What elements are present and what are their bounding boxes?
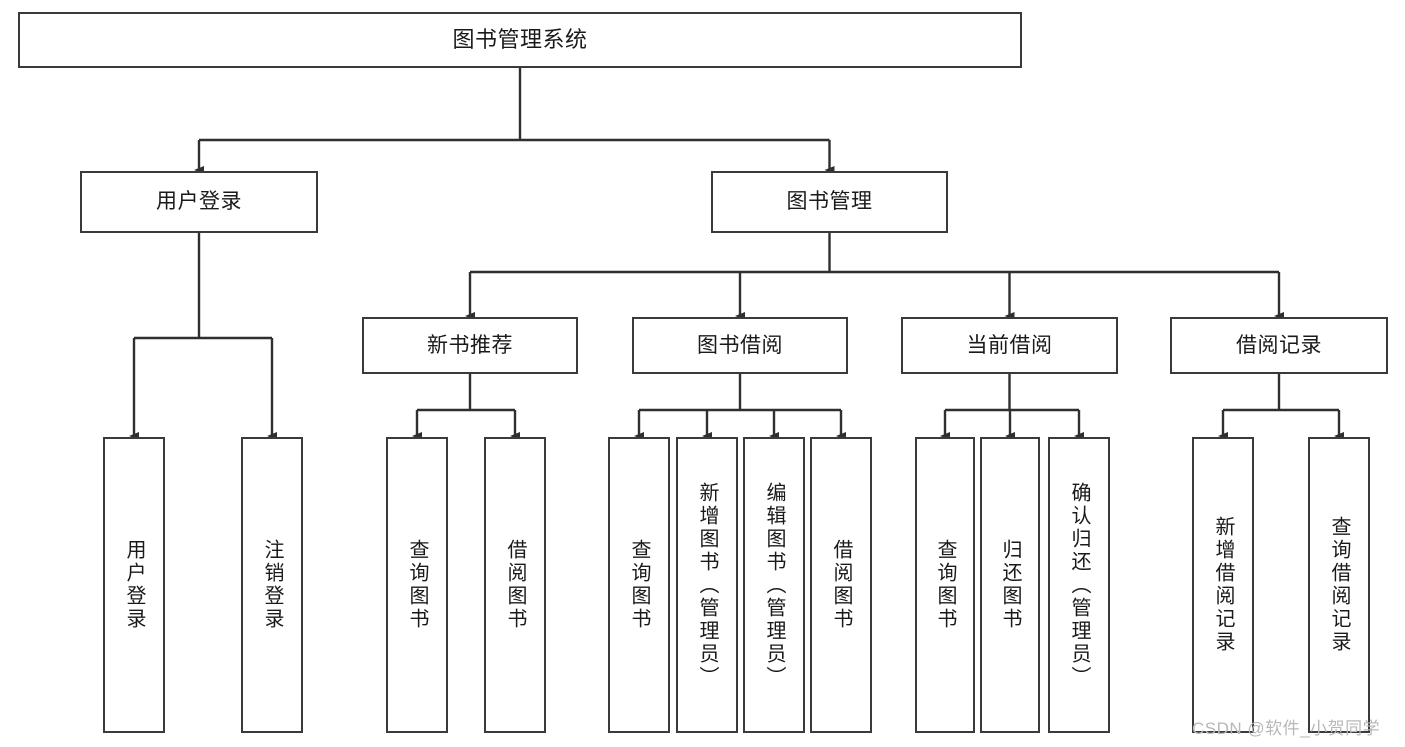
node-leaf-rec-query[interactable]: 查询图书 — [386, 437, 448, 733]
node-borrow-record[interactable]: 借阅记录 — [1170, 317, 1388, 374]
node-leaf-rec-borrow[interactable]: 借阅图书 — [484, 437, 546, 733]
node-root[interactable]: 图书管理系统 — [18, 12, 1022, 68]
csdn-watermark: CSDN @软件_小贺同学 — [1192, 719, 1381, 738]
node-label: 新增借阅记录 — [1212, 516, 1234, 654]
node-label: 借阅图书 — [504, 539, 526, 631]
node-label: 编辑图书（管理员） — [763, 481, 785, 689]
node-label: 借阅图书 — [830, 539, 852, 631]
node-leaf-borrow-do[interactable]: 借阅图书 — [810, 437, 872, 733]
node-leaf-rec-add[interactable]: 新增借阅记录 — [1192, 437, 1254, 733]
node-label: 图书管理系统 — [452, 27, 588, 53]
node-user-login[interactable]: 用户登录 — [80, 171, 318, 233]
node-current-borrow[interactable]: 当前借阅 — [901, 317, 1118, 374]
node-label: 查询借阅记录 — [1328, 516, 1350, 654]
node-book-borrow[interactable]: 图书借阅 — [632, 317, 848, 374]
node-leaf-borrow-query[interactable]: 查询图书 — [608, 437, 670, 733]
node-leaf-user-login[interactable]: 用户登录 — [103, 437, 165, 733]
node-label: 用户登录 — [123, 539, 145, 631]
node-leaf-user-logout[interactable]: 注销登录 — [241, 437, 303, 733]
node-book-manage[interactable]: 图书管理 — [711, 171, 948, 233]
node-label: 图书借阅 — [697, 333, 783, 357]
node-label: 查询图书 — [406, 539, 428, 631]
node-leaf-rec-query2[interactable]: 查询借阅记录 — [1308, 437, 1370, 733]
node-leaf-cur-return[interactable]: 归还图书 — [980, 437, 1040, 733]
node-leaf-cur-confirm[interactable]: 确认归还（管理员） — [1048, 437, 1110, 733]
node-label: 注销登录 — [261, 539, 283, 631]
node-label: 确认归还（管理员） — [1068, 481, 1090, 689]
node-label: 借阅记录 — [1236, 333, 1322, 357]
node-label: 用户登录 — [156, 190, 242, 214]
node-label: 归还图书 — [999, 539, 1021, 631]
node-label: 查询图书 — [934, 539, 956, 631]
node-label: 新书推荐 — [427, 333, 513, 357]
node-label: 当前借阅 — [966, 333, 1053, 357]
node-label: 图书管理 — [786, 190, 873, 214]
node-label: 查询图书 — [628, 539, 650, 631]
node-leaf-borrow-edit[interactable]: 编辑图书（管理员） — [743, 437, 805, 733]
node-leaf-cur-query[interactable]: 查询图书 — [915, 437, 975, 733]
node-label: 新增图书（管理员） — [696, 481, 718, 689]
node-leaf-borrow-add[interactable]: 新增图书（管理员） — [676, 437, 738, 733]
node-new-book-rec[interactable]: 新书推荐 — [362, 317, 578, 374]
